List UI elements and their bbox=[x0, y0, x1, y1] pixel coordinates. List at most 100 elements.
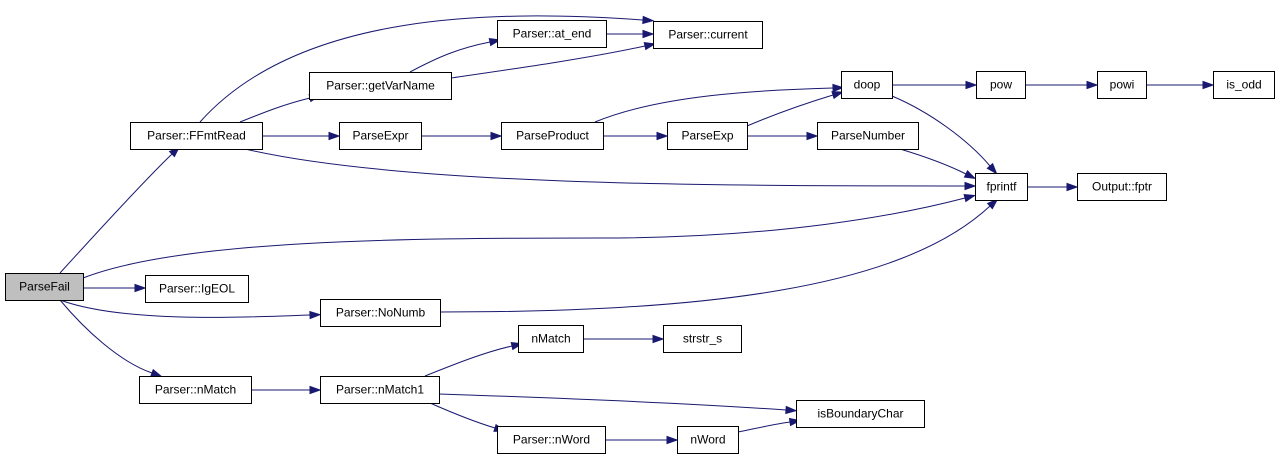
edge-doop-to-pow bbox=[892, 80, 978, 90]
node-fptr[interactable]: Output::fptr bbox=[1077, 173, 1167, 201]
node-box bbox=[1097, 71, 1147, 99]
arrowhead bbox=[309, 310, 322, 320]
edge-doop-to-fprintf bbox=[891, 95, 998, 175]
node-ParseProduct[interactable]: ParseProduct bbox=[501, 122, 604, 150]
node-label: ParseNumber bbox=[831, 129, 905, 143]
arrowhead bbox=[831, 91, 845, 100]
node-label: Parser::nWord bbox=[513, 433, 590, 447]
arrowhead bbox=[785, 405, 798, 415]
edge-nMatch1-to-isBoundaryChar bbox=[438, 393, 798, 415]
node-ParseExp[interactable]: ParseExp bbox=[667, 122, 748, 150]
edge-FFmtRead-to-fprintf bbox=[244, 148, 977, 191]
node-box bbox=[497, 426, 606, 454]
node-PnMatch[interactable]: Parser::nMatch bbox=[139, 376, 252, 404]
arrowhead bbox=[490, 131, 503, 141]
node-IgEOL[interactable]: Parser::IgEOL bbox=[145, 275, 249, 303]
node-box bbox=[1213, 71, 1275, 99]
edge-ParseProduct-to-doop bbox=[594, 83, 845, 123]
edge-nMatch-to-strstr_s bbox=[583, 334, 665, 344]
node-label: doop bbox=[854, 78, 881, 92]
node-label: Parser::NoNumb bbox=[336, 306, 426, 320]
edge-ParseNumber-to-fprintf bbox=[899, 148, 977, 180]
node-label: ParseProduct bbox=[516, 129, 589, 143]
edge-PnMatch-to-nMatch1 bbox=[251, 385, 322, 395]
edge-FFmtRead-to-ParseExpr bbox=[262, 131, 341, 141]
node-doop[interactable]: doop bbox=[841, 71, 893, 99]
node-label: fprintf bbox=[986, 180, 1017, 194]
node-nMatch[interactable]: nMatch bbox=[518, 325, 584, 353]
edge-getVarName-to-at_end bbox=[409, 37, 502, 73]
arrowhead bbox=[666, 435, 679, 445]
arrowhead bbox=[964, 181, 977, 191]
node-box bbox=[518, 325, 584, 353]
arrowhead bbox=[642, 29, 655, 39]
node-box bbox=[320, 299, 441, 327]
node-ParseNumber[interactable]: ParseNumber bbox=[817, 122, 919, 150]
node-label: Parser::nMatch1 bbox=[336, 383, 424, 397]
node-box bbox=[817, 122, 919, 150]
node-label: Parser::nMatch bbox=[155, 383, 236, 397]
arrowhead bbox=[832, 83, 845, 93]
node-is_odd[interactable]: is_odd bbox=[1213, 71, 1275, 99]
node-ParseFail[interactable]: ParseFail bbox=[5, 273, 84, 301]
edge-PnWord-to-nWord bbox=[605, 435, 679, 445]
edge-ParseFail-to-NoNumb bbox=[59, 299, 322, 320]
node-label: strstr_s bbox=[683, 332, 722, 346]
node-pow[interactable]: pow bbox=[976, 71, 1026, 99]
arrowhead bbox=[963, 194, 977, 203]
node-box bbox=[139, 376, 252, 404]
node-box bbox=[653, 21, 763, 49]
node-label: Output::fptr bbox=[1092, 180, 1152, 194]
node-nMatch1[interactable]: Parser::nMatch1 bbox=[320, 376, 440, 404]
node-label: ParseFail bbox=[19, 280, 70, 294]
arrowhead bbox=[656, 131, 669, 141]
node-label: Parser::FFmtRead bbox=[147, 129, 246, 143]
node-nWord[interactable]: nWord bbox=[677, 426, 739, 454]
edge-ParseFail-to-FFmtRead bbox=[59, 145, 181, 274]
arrowhead bbox=[642, 15, 655, 25]
arrowhead bbox=[963, 170, 977, 180]
node-fprintf[interactable]: fprintf bbox=[975, 173, 1028, 201]
edge-FFmtRead-to-current bbox=[199, 15, 655, 123]
arrowhead bbox=[1202, 80, 1215, 90]
node-NoNumb[interactable]: Parser::NoNumb bbox=[320, 299, 441, 327]
node-current[interactable]: Parser::current bbox=[653, 21, 763, 49]
arrowhead bbox=[1066, 182, 1079, 192]
node-PnWord[interactable]: Parser::nWord bbox=[497, 426, 606, 454]
arrowhead bbox=[806, 131, 819, 141]
node-at_end[interactable]: Parser::at_end bbox=[497, 20, 607, 48]
node-box bbox=[130, 122, 263, 150]
node-box bbox=[5, 273, 84, 301]
edge-ParseProduct-to-ParseExp bbox=[603, 131, 669, 141]
edge-at_end-to-current bbox=[606, 29, 655, 39]
node-getVarName[interactable]: Parser::getVarName bbox=[309, 72, 452, 100]
node-box bbox=[976, 71, 1026, 99]
node-FFmtRead[interactable]: Parser::FFmtRead bbox=[130, 122, 263, 150]
edge-nMatch1-to-nMatch bbox=[424, 342, 524, 377]
edge-ParseExp-to-ParseNumber bbox=[747, 131, 819, 141]
node-box bbox=[309, 72, 452, 100]
node-powi[interactable]: powi bbox=[1097, 71, 1147, 99]
node-box bbox=[320, 376, 440, 404]
node-ParseExpr[interactable]: ParseExpr bbox=[339, 122, 422, 150]
node-label: ParseExpr bbox=[352, 129, 408, 143]
node-label: nWord bbox=[690, 433, 725, 447]
arrowhead bbox=[986, 198, 999, 210]
arrowhead bbox=[150, 368, 163, 377]
edge-getVarName-to-current bbox=[450, 41, 657, 79]
edge-ParseExp-to-doop bbox=[746, 91, 845, 127]
arrowhead bbox=[1086, 80, 1099, 90]
arrowhead bbox=[652, 334, 665, 344]
edge-powi-to-is_odd bbox=[1146, 80, 1215, 90]
node-label: powi bbox=[1110, 78, 1135, 92]
node-label: ParseExp bbox=[681, 129, 733, 143]
node-label: nMatch bbox=[531, 332, 570, 346]
node-label: is_odd bbox=[1226, 78, 1261, 92]
arrowhead bbox=[134, 283, 147, 293]
node-strstr_s[interactable]: strstr_s bbox=[663, 325, 742, 353]
node-isBoundaryChar[interactable]: isBoundaryChar bbox=[796, 400, 925, 428]
node-box bbox=[841, 71, 893, 99]
arrowhead bbox=[986, 162, 998, 175]
node-box bbox=[501, 122, 604, 150]
